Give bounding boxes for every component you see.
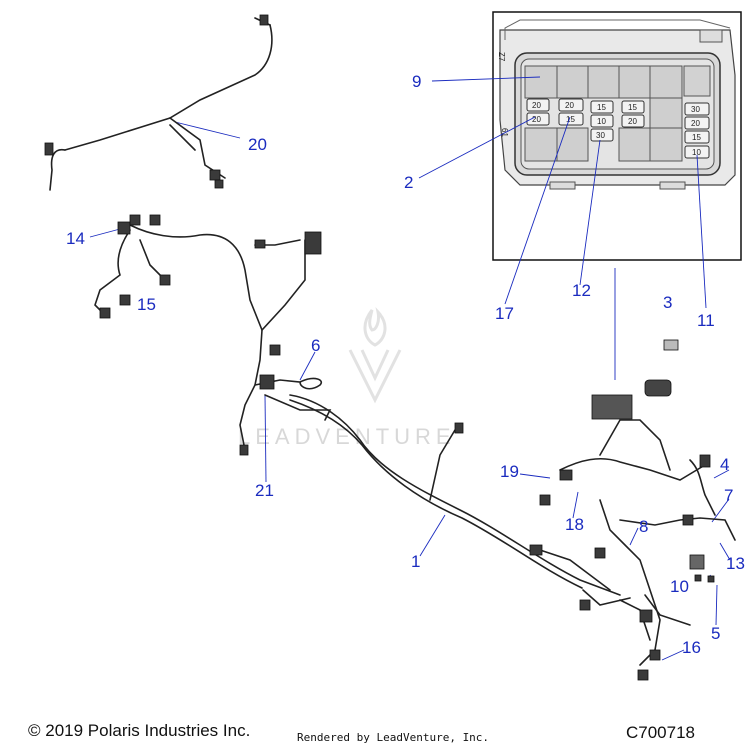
- callout-15[interactable]: 15: [137, 295, 156, 314]
- diagram-code: C700718: [626, 723, 696, 742]
- fuse-7: 15: [566, 115, 575, 124]
- fuse-1: 20: [532, 101, 541, 110]
- relay: [618, 65, 651, 99]
- callout-3[interactable]: 3: [663, 293, 673, 312]
- connector: [529, 544, 543, 556]
- callout-13[interactable]: 13: [726, 554, 745, 573]
- callout-18[interactable]: 18: [565, 515, 584, 534]
- connector: [269, 344, 281, 356]
- connector: [129, 214, 141, 226]
- relay: [587, 65, 620, 99]
- connector: [259, 374, 275, 390]
- callout-2[interactable]: 2: [404, 173, 414, 192]
- connector: [209, 169, 221, 181]
- part-3-label: [663, 339, 679, 351]
- housing-label: Z7: [497, 52, 506, 62]
- callout-17[interactable]: 17: [495, 304, 514, 323]
- callout-6[interactable]: 6: [311, 336, 321, 355]
- connector: [594, 547, 606, 559]
- fuse-6: 20: [532, 115, 541, 124]
- connector: [304, 231, 322, 255]
- fuse-2: 20: [565, 101, 574, 110]
- callout-16[interactable]: 16: [682, 638, 701, 657]
- leader-lines: [89, 76, 731, 661]
- fuse-12: 15: [692, 133, 701, 142]
- callout-14[interactable]: 14: [66, 229, 85, 248]
- connector: [637, 669, 649, 681]
- fastener: [707, 575, 715, 583]
- fuse-box-part: [591, 394, 633, 420]
- callout-10[interactable]: 10: [670, 577, 689, 596]
- fuse-3: 15: [597, 103, 606, 112]
- leadventure-logo-icon: [348, 307, 402, 404]
- connector: [682, 514, 694, 526]
- callout-20[interactable]: 20: [248, 135, 267, 154]
- fuse-8: 10: [597, 117, 606, 126]
- relay: [618, 127, 651, 162]
- relay: [556, 127, 589, 162]
- connector: [579, 599, 591, 611]
- connector: [159, 274, 171, 286]
- fastener: [694, 574, 702, 582]
- copyright-text: © 2019 Polaris Industries Inc.: [28, 721, 251, 740]
- connector: [44, 142, 54, 156]
- relay: [556, 65, 589, 99]
- callout-8[interactable]: 8: [639, 517, 649, 536]
- fuse-11: 30: [691, 105, 700, 114]
- callout-5[interactable]: 5: [711, 624, 721, 643]
- connector: [117, 221, 131, 235]
- connector: [649, 649, 661, 661]
- bracket: [689, 554, 705, 570]
- connector: [559, 469, 573, 481]
- callout-4[interactable]: 4: [720, 455, 730, 474]
- fuse-box-inset: Z7 61 20 20 15 15 30: [492, 11, 742, 261]
- connector: [214, 179, 224, 189]
- connector: [639, 609, 653, 623]
- connector: [149, 214, 161, 226]
- fuse-10: 20: [691, 119, 700, 128]
- relay: [524, 65, 558, 99]
- connector: [454, 422, 464, 434]
- connector: [99, 307, 111, 319]
- relay: [649, 97, 683, 129]
- callout-7[interactable]: 7: [724, 486, 734, 505]
- callout-9[interactable]: 9: [412, 72, 422, 91]
- relay: [524, 127, 558, 162]
- connector: [259, 14, 269, 26]
- connector: [119, 294, 131, 306]
- callout-11[interactable]: 11: [697, 311, 715, 330]
- fuse-5: 30: [596, 131, 605, 140]
- rendered-by-text: Rendered by LeadVenture, Inc.: [297, 731, 490, 744]
- fuse-4: 15: [628, 103, 637, 112]
- connector: [699, 454, 711, 468]
- callout-12[interactable]: 12: [572, 281, 591, 300]
- connector: [254, 239, 266, 249]
- fuse-9: 20: [628, 117, 637, 126]
- callout-1[interactable]: 1: [411, 552, 421, 571]
- connector: [539, 494, 551, 506]
- callout-21[interactable]: 21: [255, 481, 274, 500]
- callout-19[interactable]: 19: [500, 462, 519, 481]
- fuse-13: 10: [692, 148, 701, 157]
- relay: [649, 127, 683, 162]
- module: [644, 379, 672, 397]
- relay: [649, 65, 683, 99]
- fuse-group: [526, 98, 710, 159]
- connector: [239, 444, 249, 456]
- harness-connectors: [44, 14, 715, 681]
